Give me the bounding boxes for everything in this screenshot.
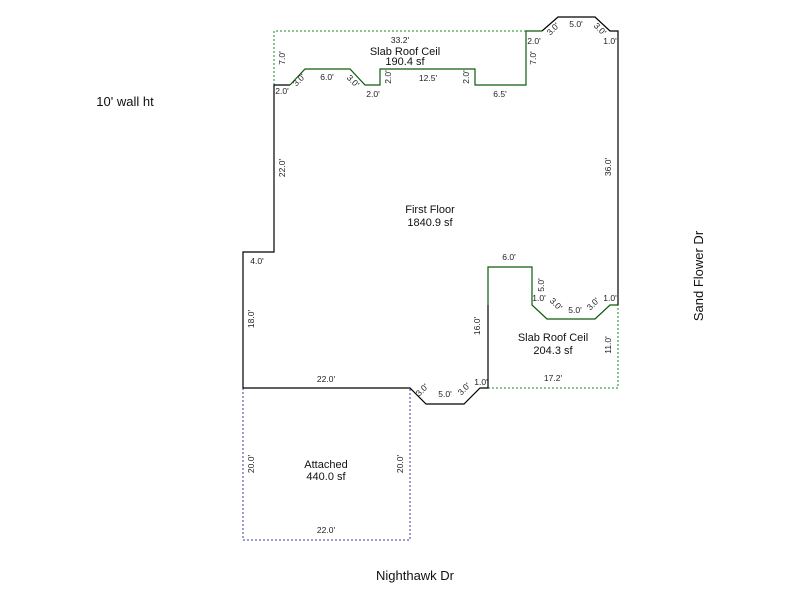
dim-slab-right-bottom: 17.2' [544, 373, 563, 383]
dim-top-left-rise: 7.0' [277, 51, 287, 65]
dim-top-bay-diag-left: 3.0' [291, 71, 308, 88]
street-south: Nighthawk Dr [376, 568, 455, 583]
slab-top-outline [273, 30, 526, 85]
dim-inner-wall: 16.0' [472, 317, 482, 336]
dim-south-wall: 22.0' [317, 374, 336, 384]
dim-inner-notch-drop: 5.0' [536, 278, 546, 292]
wall-height-note: 10' wall ht [96, 94, 154, 109]
dim-east-wall: 36.0' [603, 158, 613, 177]
dim-top-left-step: 2.0' [275, 86, 289, 96]
dim-attached-left: 20.0' [246, 455, 256, 474]
dim-south-bay-diag-left: 3.0' [414, 381, 431, 398]
attached-area: 440.0 sf [306, 471, 346, 483]
dim-attached-right: 20.0' [395, 455, 405, 474]
dim-south-bay-end: 1.0' [474, 377, 488, 387]
dim-attached-bottom: 22.0' [317, 525, 336, 535]
dim-ne-bay-diag-left: 3.0' [545, 20, 562, 37]
first-floor-perimeter [242, 16, 619, 405]
dim-top-right-step-2: 2.0' [527, 36, 541, 46]
dim-top-notch-right: 2.0' [461, 70, 471, 84]
dim-top-step-2: 2.0' [366, 89, 380, 99]
dim-ne-bay-end: 1.0' [603, 36, 617, 46]
street-east: Sand Flower Dr [691, 230, 706, 321]
dim-ne-bay-mid: 5.0' [569, 19, 583, 29]
slab-right-name: Slab Roof Ceil [518, 332, 588, 344]
dim-top-span: 33.2' [391, 35, 410, 45]
dim-inner-bay-mid: 5.0' [568, 305, 582, 315]
dim-top-notch-left: 2.0' [383, 70, 393, 84]
dim-west-jog: 4.0' [250, 256, 264, 266]
dim-inner-bay-diag-left: 3.0' [548, 296, 565, 313]
dim-west-upper-wall: 22.0' [277, 159, 287, 178]
first-floor-name: First Floor [405, 204, 455, 216]
dim-top-right-rise: 7.0' [528, 51, 538, 65]
dim-top-notch-span: 12.5' [419, 73, 438, 83]
slab-top-wall [289, 30, 542, 86]
first-floor-area: 1840.9 sf [407, 217, 453, 229]
dim-top-bay-mid: 6.0' [320, 72, 334, 82]
dim-inner-bay-diag-right: 3.0' [585, 295, 602, 312]
slab-right-area: 204.3 sf [533, 345, 573, 357]
dim-south-bay-mid: 5.0' [438, 389, 452, 399]
dim-slab-right-side: 11.0' [603, 336, 613, 354]
dim-inner-notch-step: 1.0' [532, 293, 546, 303]
dim-west-lower-wall: 18.0' [246, 310, 256, 329]
slab-right-outline [488, 305, 619, 389]
dim-top-right-step: 6.5' [493, 89, 507, 99]
dim-inner-notch-top: 6.0' [502, 252, 516, 262]
slab-top-area: 190.4 sf [385, 56, 425, 68]
dim-south-bay-diag-right: 3.0' [456, 380, 473, 397]
attached-name: Attached [304, 459, 347, 471]
slab-top-name: Slab Roof Ceil [370, 46, 440, 58]
slab-right-wall [487, 266, 618, 320]
dim-top-bay-diag-right: 3.0' [345, 73, 362, 90]
dim-ne-bay-diag-right: 3.0' [592, 21, 609, 38]
attached-outline [242, 387, 411, 541]
dim-inner-bay-end: 1.0' [603, 293, 617, 303]
